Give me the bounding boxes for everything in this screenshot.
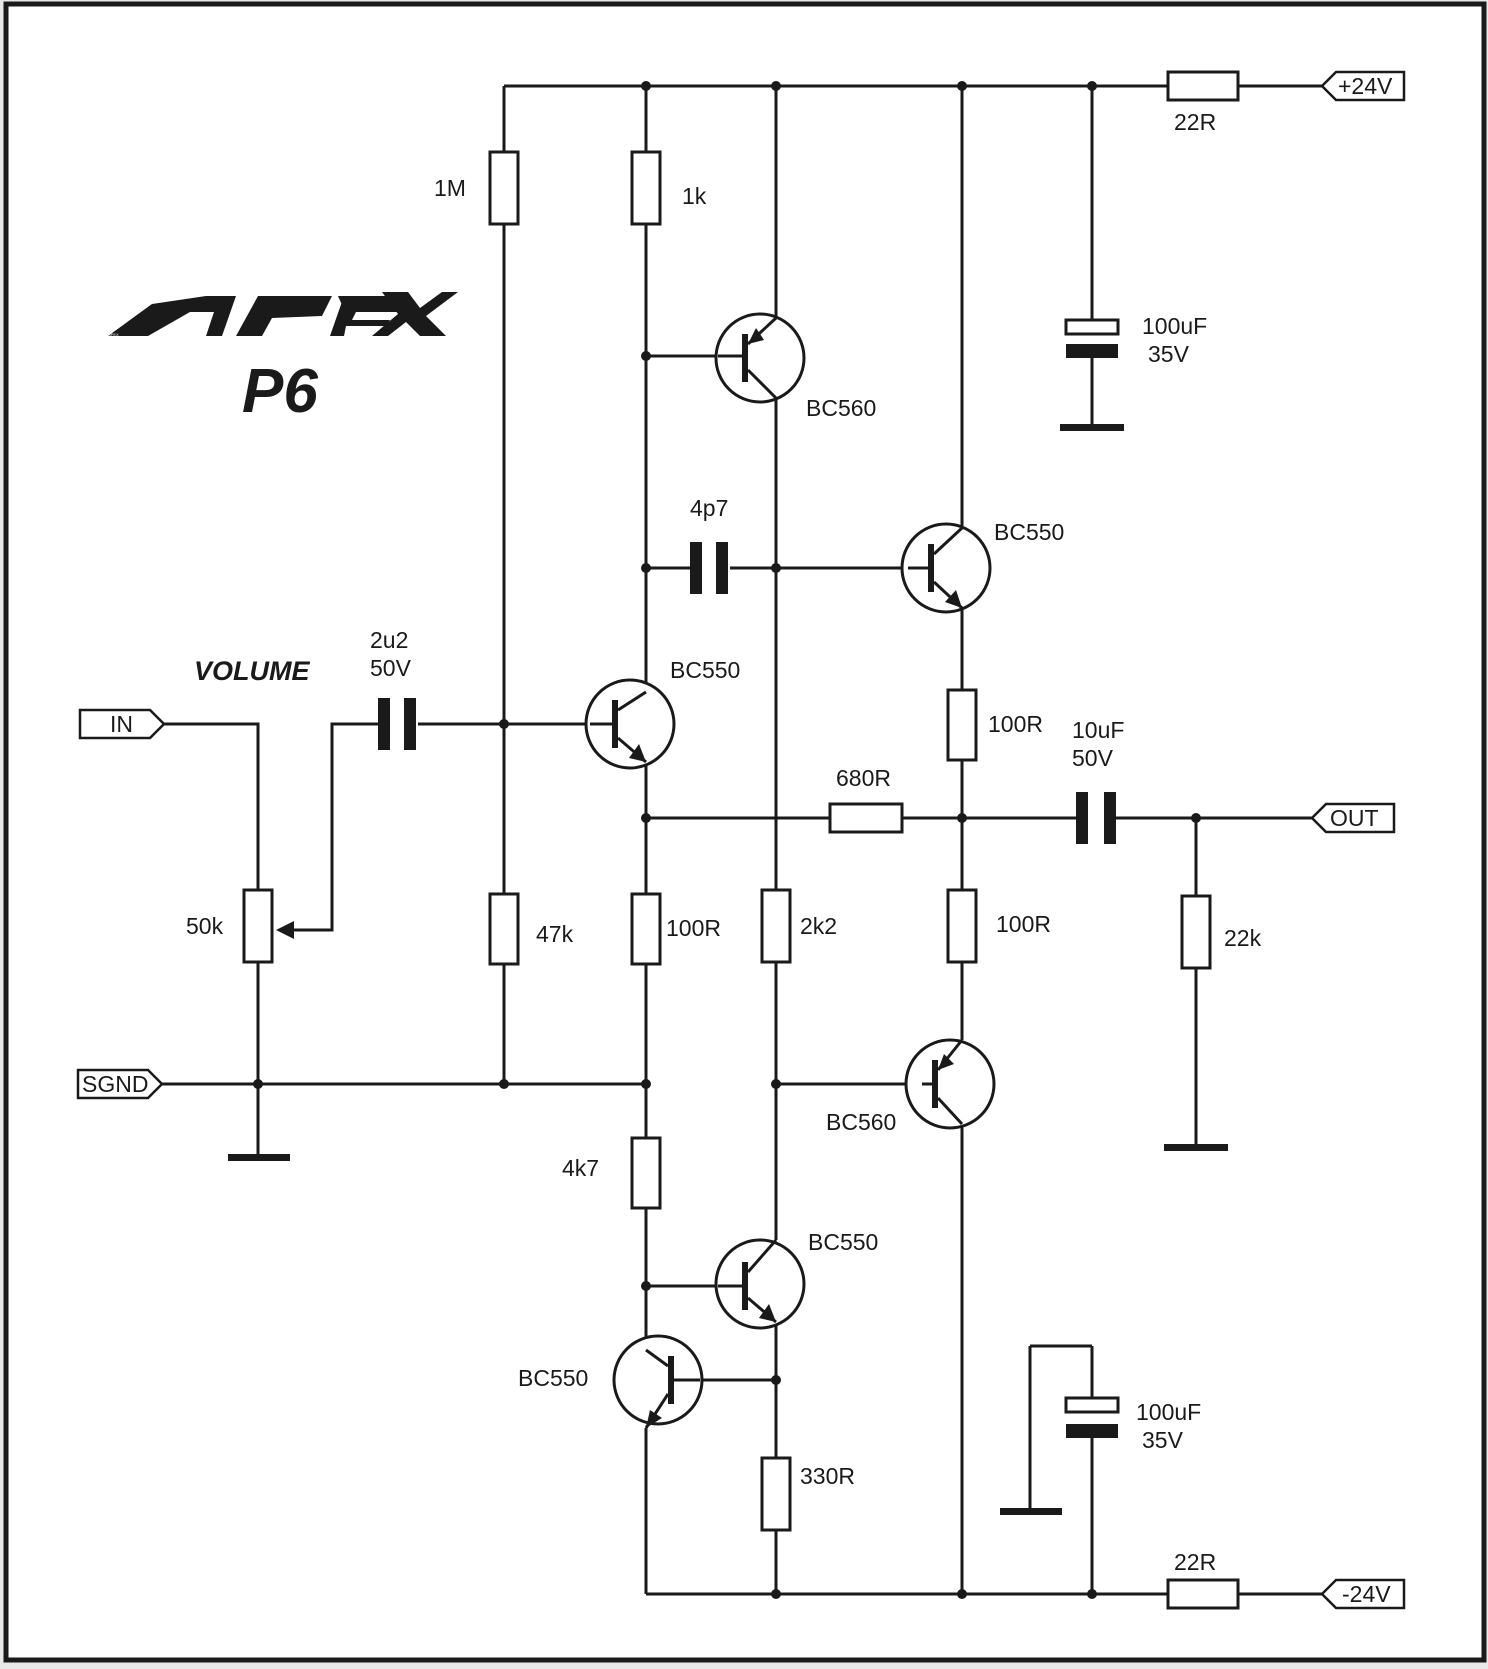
label-100r-b: 100R bbox=[988, 711, 1043, 737]
resistor-1k bbox=[630, 150, 662, 226]
port-vplus-label: +24V bbox=[1338, 73, 1393, 99]
label-2k2: 2k2 bbox=[800, 913, 837, 939]
label-bc550-driver: BC550 bbox=[994, 519, 1064, 545]
wires bbox=[162, 84, 1322, 1596]
label-bc550-cs-b: BC550 bbox=[518, 1365, 588, 1391]
resistor-22k bbox=[1180, 894, 1212, 970]
label-35v-bottom: 35V bbox=[1142, 1427, 1184, 1453]
resistor-22r-top bbox=[1166, 70, 1240, 102]
label-4k7: 4k7 bbox=[562, 1155, 599, 1181]
label-100r-c: 100R bbox=[996, 911, 1051, 937]
port-vplus: +24V bbox=[1320, 70, 1406, 102]
label-100uf-bottom: 100uF bbox=[1136, 1399, 1201, 1425]
label-bc550-input: BC550 bbox=[670, 657, 740, 683]
label-bc560-output: BC560 bbox=[826, 1109, 896, 1135]
label-22r-top: 22R bbox=[1174, 109, 1216, 135]
label-680r: 680R bbox=[836, 765, 891, 791]
label-10uf: 10uF bbox=[1072, 717, 1124, 743]
label-50k: 50k bbox=[186, 913, 224, 939]
resistor-330r bbox=[760, 1456, 792, 1532]
label-1m: 1M bbox=[434, 175, 466, 201]
resistor-680r bbox=[828, 802, 904, 834]
label-22k: 22k bbox=[1224, 925, 1262, 951]
ground-symbol bbox=[1164, 1144, 1228, 1151]
resistor-22r-bottom bbox=[1166, 1578, 1240, 1610]
port-vminus: -24V bbox=[1320, 1578, 1406, 1610]
capacitor-100uf-bottom bbox=[1064, 1396, 1120, 1438]
capacitor-4p7 bbox=[690, 542, 728, 594]
label-50v-in: 50V bbox=[370, 655, 412, 681]
sheet-border bbox=[3, 1, 1487, 1663]
label-330r: 330R bbox=[800, 1463, 855, 1489]
ground-symbol bbox=[1000, 1508, 1062, 1515]
port-out-label: OUT bbox=[1330, 805, 1379, 831]
label-22r-bottom: 22R bbox=[1174, 1549, 1216, 1575]
potentiometer-50k bbox=[242, 888, 274, 964]
label-1k: 1k bbox=[682, 183, 707, 209]
model-title: P6 bbox=[242, 357, 318, 426]
pot-wiper-arrow bbox=[276, 921, 294, 939]
port-out: OUT bbox=[1310, 802, 1396, 834]
capacitor-100uf-top bbox=[1064, 318, 1120, 358]
port-sgnd: SGND bbox=[76, 1068, 164, 1100]
transistor-bc550-driver bbox=[900, 522, 992, 614]
junction-dots bbox=[253, 81, 1201, 1599]
resistor-1m bbox=[488, 150, 520, 226]
transistor-bc550-current-source-b bbox=[612, 1334, 704, 1429]
port-sgnd-label: SGND bbox=[82, 1071, 148, 1097]
ground-symbol bbox=[228, 1154, 290, 1161]
resistor-100r-b bbox=[946, 688, 978, 762]
resistor-100r-c bbox=[946, 888, 978, 964]
label-4p7: 4p7 bbox=[690, 495, 728, 521]
label-35v-top: 35V bbox=[1148, 341, 1190, 367]
label-bc560-top: BC560 bbox=[806, 395, 876, 421]
label-50v-out: 50V bbox=[1072, 745, 1114, 771]
ground-symbol bbox=[1060, 424, 1124, 431]
label-47k: 47k bbox=[536, 921, 574, 947]
resistor-4k7 bbox=[630, 1136, 662, 1210]
label-100r-a: 100R bbox=[666, 915, 721, 941]
label-bc550-cs-a: BC550 bbox=[808, 1229, 878, 1255]
port-in-label: IN bbox=[110, 711, 133, 737]
transistor-bc550-current-source-a bbox=[714, 1238, 806, 1330]
capacitor-2u2 bbox=[378, 698, 416, 750]
label-100uf-top: 100uF bbox=[1142, 313, 1207, 339]
logo-brand-text: APEX bbox=[108, 332, 119, 337]
transistor-bc560-top bbox=[714, 312, 806, 404]
resistor-100r-a bbox=[630, 892, 662, 966]
label-2u2: 2u2 bbox=[370, 627, 408, 653]
volume-label: VOLUME bbox=[194, 656, 310, 686]
resistor-47k bbox=[488, 892, 520, 966]
capacitor-10uf bbox=[1076, 792, 1116, 844]
resistor-2k2 bbox=[760, 888, 792, 964]
port-vminus-label: -24V bbox=[1342, 1581, 1391, 1607]
transistor-bc550-input bbox=[584, 678, 676, 770]
transistor-bc560-output bbox=[904, 1038, 996, 1130]
port-in: IN bbox=[78, 708, 166, 740]
apex-logo: APEX P6 bbox=[108, 292, 458, 426]
